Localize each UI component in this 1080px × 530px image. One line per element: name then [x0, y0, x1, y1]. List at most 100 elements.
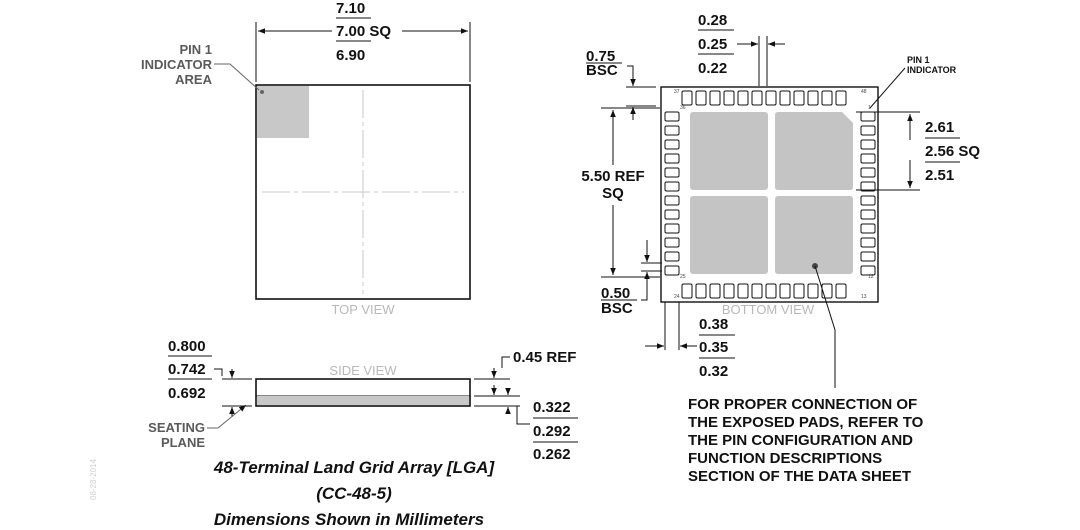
pin1-indicator-leader: [869, 67, 906, 109]
pin1-indicator-area: [257, 86, 309, 138]
exposed-pad-bottom-right: [775, 196, 853, 274]
side-view-pad-layer: [257, 396, 469, 405]
pad: [664, 181, 680, 192]
pad: [793, 90, 805, 106]
pad: [664, 153, 680, 164]
ep-min: 2.51: [925, 167, 954, 184]
exposed-pad-top-left: [690, 112, 768, 190]
pin-num-1: 1: [868, 105, 871, 111]
pin-num-48: 48: [861, 89, 867, 95]
thk-leader: [214, 368, 223, 376]
pad: [860, 111, 876, 122]
pad: [821, 283, 833, 299]
ref-sq-line1: 5.50 REF: [581, 168, 644, 185]
pad: [793, 283, 805, 299]
pad: [664, 111, 680, 122]
pin-num-13: 13: [861, 294, 867, 300]
pad: [751, 283, 763, 299]
caption-line2: (CC-48-5): [316, 484, 392, 503]
ref-dim: 0.45 REF: [513, 349, 576, 366]
pad-w-nom: 0.25: [698, 36, 727, 53]
pin-num-12: 12: [868, 274, 874, 280]
pin1-leader: [214, 63, 260, 91]
pad: [664, 139, 680, 150]
pad-l-max: 0.38: [699, 316, 728, 333]
pad: [664, 125, 680, 136]
pad-w-max: 0.28: [698, 12, 727, 29]
pad: [860, 195, 876, 206]
top-view-label: TOP VIEW: [331, 302, 395, 317]
pad: [860, 125, 876, 136]
note-line1: FOR PROPER CONNECTION OF: [688, 396, 917, 413]
pin1-indicator-line1: PIN 1: [907, 55, 930, 65]
pad: [723, 90, 735, 106]
pitch-bottom-line1: 0.50: [601, 285, 630, 302]
side-view-label: SIDE VIEW: [329, 363, 397, 378]
note-line2: THE EXPOSED PADS, REFER TO: [688, 414, 924, 431]
note-line5: SECTION OF THE DATA SHEET: [688, 468, 911, 485]
pitch-top-line1: 0.75: [586, 48, 615, 65]
thk-max: 0.800: [168, 338, 206, 355]
pad-leader: [516, 406, 530, 425]
pin1-label-line3: AREA: [175, 72, 212, 87]
pad: [835, 90, 847, 106]
pad-w-min: 0.22: [698, 60, 727, 77]
pad: [860, 139, 876, 150]
pin1-label-line1: PIN 1: [179, 42, 212, 57]
pad: [807, 283, 819, 299]
ref-leader: [501, 356, 510, 368]
pitch-bottom-leader: [641, 284, 648, 301]
pad: [695, 283, 707, 299]
caption-line1: 48-Terminal Land Grid Array [LGA]: [213, 458, 496, 477]
pad: [709, 90, 721, 106]
top-dim-min: 6.90: [336, 47, 365, 64]
seating-label-line2: PLANE: [161, 435, 205, 450]
pad: [709, 283, 721, 299]
pad: [681, 283, 693, 299]
top-view: 7.10 7.00 SQ 6.90 PIN 1 INDICATOR AREA T…: [141, 0, 471, 317]
pin-num-25: 25: [680, 274, 686, 280]
caption-line3: Dimensions Shown in Millimeters: [214, 510, 484, 529]
pad: [695, 90, 707, 106]
note-leader: [814, 265, 836, 388]
pin-num-36: 36: [680, 105, 686, 111]
pad: [765, 90, 777, 106]
pad: [751, 90, 763, 106]
pad: [765, 283, 777, 299]
pad-nom: 0.292: [533, 423, 571, 440]
pad-row-bottom: [681, 283, 847, 299]
bottom-view: 37 48 36 25 24 13 12 1 BOTTOM VIEW 0.75 …: [581, 12, 980, 388]
pitch-top-line2: BSC: [586, 62, 618, 79]
top-dim-nom: 7.00 SQ: [336, 23, 391, 40]
ep-max: 2.61: [925, 119, 954, 136]
note-line3: THE PIN CONFIGURATION AND: [688, 432, 913, 449]
thk-nom: 0.742: [168, 361, 206, 378]
note-block: FOR PROPER CONNECTION OF THE EXPOSED PAD…: [688, 396, 924, 485]
pad: [664, 167, 680, 178]
pad: [860, 265, 876, 276]
pad: [779, 90, 791, 106]
pin1-dot: [260, 90, 264, 94]
exposed-pad-bottom-left: [690, 196, 768, 274]
pad: [860, 209, 876, 220]
bottom-view-label: BOTTOM VIEW: [722, 302, 815, 317]
pin1-indicator-line2: INDICATOR: [907, 65, 957, 75]
document-code: 08-28-2014: [89, 459, 98, 500]
ep-nom: 2.56 SQ: [925, 143, 980, 160]
pad: [737, 90, 749, 106]
pad: [723, 283, 735, 299]
pitch-top-leader: [627, 65, 634, 78]
pad: [860, 153, 876, 164]
side-view: SIDE VIEW 0.800 0.742 0.692 SEATING PLAN…: [148, 338, 578, 463]
ref-sq-line2: SQ: [602, 185, 624, 202]
pad: [860, 167, 876, 178]
pad: [860, 223, 876, 234]
pad: [664, 195, 680, 206]
pitch-bottom-line2: BSC: [601, 300, 633, 317]
pad-row-top: [681, 90, 847, 106]
caption: 48-Terminal Land Grid Array [LGA] (CC-48…: [213, 458, 496, 529]
pad: [664, 209, 680, 220]
pad: [860, 181, 876, 192]
pad: [807, 90, 819, 106]
